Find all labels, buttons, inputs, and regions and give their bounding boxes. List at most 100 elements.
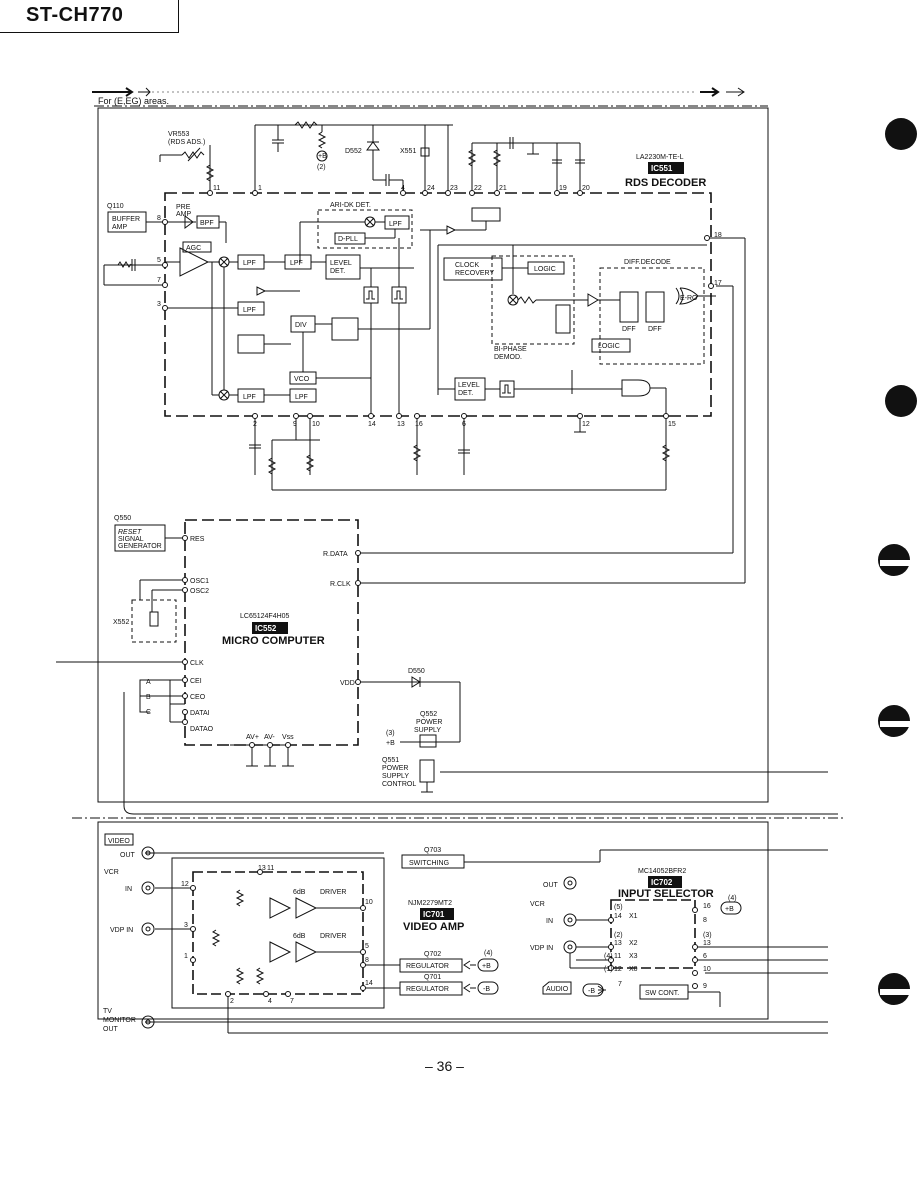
video-minus-b-label: -B [483, 986, 490, 993]
a-label: A [146, 679, 151, 686]
dff-2-label: DFF [648, 326, 662, 333]
tv-label: TV [103, 1008, 112, 1015]
pin-18-label: 18 [714, 232, 722, 239]
punch-hole-2 [885, 385, 917, 417]
div-label: DIV [295, 322, 307, 329]
pin-23-label: 23 [450, 185, 458, 192]
bpf-left-label: BPF [200, 220, 214, 227]
6db-1-label: 6dB [293, 889, 306, 896]
rds-title: RDS DECODER [625, 177, 706, 189]
va-pin-14-label: 14 [365, 980, 373, 987]
diff-decode-label: DIFF.DECODE [624, 259, 671, 266]
q703-label: Q703 [424, 847, 441, 854]
regulator-1-label: REGULATOR [406, 963, 449, 970]
pin-14-label: 14 [368, 421, 376, 428]
agc-label: AGC [186, 245, 201, 252]
vr553-desc: (RDS ADS.) [168, 139, 205, 146]
tab-mark-3 [880, 989, 910, 995]
video-amp-part-label: NJM2279MT2 [408, 900, 452, 907]
pin-5-label: 5 [157, 257, 161, 264]
mcu-title: MICRO COMPUTER [222, 635, 325, 647]
c-label: C [146, 709, 151, 716]
pre-label: PRE [176, 204, 191, 211]
driver-1-label: DRIVER [320, 889, 346, 896]
ic702-label: IC702 [651, 878, 673, 887]
pin-22-label: 22 [474, 185, 482, 192]
selector-part-label: MC14052BFR2 [638, 868, 686, 875]
regulator-2-label: REGULATOR [406, 986, 449, 993]
va-pin-13-label: 13 [258, 865, 266, 872]
pin-10-label: 10 [312, 421, 320, 428]
sel-pin-13b: 13 [703, 940, 711, 947]
pin-12-label: 12 [582, 421, 590, 428]
video-in-label: IN [125, 886, 132, 893]
sel-out-label: OUT [543, 882, 559, 889]
ic701-label: IC701 [423, 910, 445, 919]
sel-pin-16: 16 [703, 903, 711, 910]
driver-2-label: DRIVER [320, 933, 346, 940]
pin-6-label: 6 [462, 421, 466, 428]
vdp-in-label: VDP IN [110, 927, 133, 934]
level-2-label: LEVEL [458, 382, 480, 389]
three-label: (3) [386, 730, 395, 737]
sel-in-label: IN [546, 918, 553, 925]
mcu-part-label: LC65124F4H05 [240, 613, 290, 620]
lpf-1-label: LPF [243, 260, 256, 267]
tv-out-label: OUT [103, 1026, 119, 1033]
lpf-4-label: LPF [243, 394, 256, 401]
d550-label: D550 [408, 668, 425, 675]
datai-label: DATAI [190, 710, 210, 717]
lpf-5-label: LPF [295, 394, 308, 401]
osc1-label: OSC1 [190, 578, 209, 585]
ic551-label: IC551 [651, 164, 673, 173]
pin-7-label: 7 [157, 277, 161, 284]
pin-9-label: 9 [293, 421, 297, 428]
sel-pin-14: 14 [614, 913, 622, 920]
lpf-6-label: LPF [389, 221, 402, 228]
sel-minus-b-label: -B [588, 988, 595, 995]
pin-15-label: 15 [668, 421, 676, 428]
det-2-label: DET. [458, 390, 473, 397]
ic552-label: IC552 [255, 624, 277, 633]
pin-8-label: 8 [157, 215, 161, 222]
x551-label: X551 [400, 148, 416, 155]
demod-label: DEMOD. [494, 354, 522, 361]
va-pin-7-label: 7 [290, 998, 294, 1005]
tab-mark-2 [880, 721, 910, 727]
sel-pin-11: 11 [614, 953, 621, 960]
selector-title: INPUT SELECTOR [618, 888, 714, 900]
pin-4-label: 4 [401, 185, 405, 192]
page-number: – 36 – [425, 1058, 464, 1074]
video-amp-title: VIDEO AMP [403, 921, 464, 933]
sel-pin-9: 9 [703, 983, 707, 990]
region-note: For (E,EG) areas. [98, 96, 170, 106]
pre-amp-label: AMP [176, 211, 192, 218]
rdata-label: R.DATA [323, 551, 348, 558]
6db-2-label: 6dB [293, 933, 306, 940]
res-label: RES [190, 536, 205, 543]
sel-vcr-label: VCR [530, 901, 545, 908]
datao-label: DATAO [190, 726, 214, 733]
va-pin-3-label: 3 [184, 922, 188, 929]
q551-power-label: POWER [382, 765, 408, 772]
sel-pin-6: 6 [703, 953, 707, 960]
dpll-label: D-PLL [338, 236, 358, 243]
vdd-label: VDD [340, 680, 355, 687]
pin-17-label: 17 [714, 280, 722, 287]
x3-label: X3 [629, 953, 638, 960]
q551-supply-label: SUPPLY [382, 773, 409, 780]
video-four-label: (4) [484, 950, 493, 957]
vss-label: Vss [282, 734, 294, 741]
b-label: B [146, 694, 151, 701]
q552-supply-label: SUPPLY [414, 727, 441, 734]
sel-vdp-in-label: VDP IN [530, 945, 553, 952]
avp-label: AV+ [246, 734, 259, 741]
q552-power-label: POWER [416, 719, 442, 726]
logic-2-label: LOGIC [598, 343, 620, 350]
ari-label: ARI-DK DET. [330, 202, 371, 209]
signal-label: SIGNAL [118, 536, 144, 543]
reset-label: RESET [118, 529, 142, 536]
sel-pin-13a: 13 [614, 940, 622, 947]
recovery-label: RECOVERY [455, 270, 494, 277]
sel-pin-12: 12 [614, 966, 622, 973]
